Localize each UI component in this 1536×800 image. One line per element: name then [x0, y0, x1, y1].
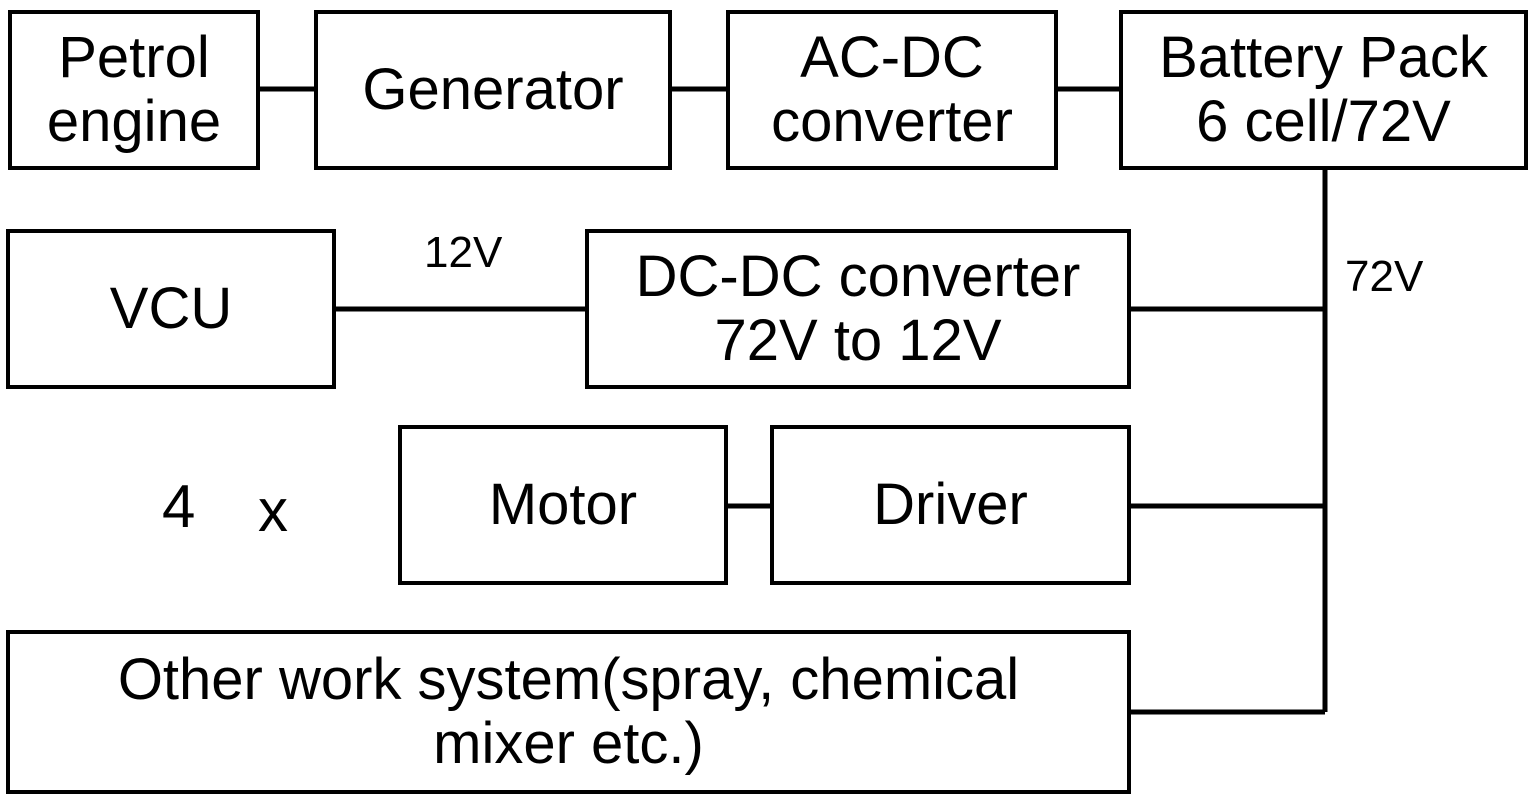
motor-block: Motor	[398, 425, 728, 585]
other-work-system-block: Other work system(spray, chemical mixer …	[6, 630, 1131, 794]
generator-block: Generator	[314, 10, 672, 170]
acdc-converter-block: AC-DC converter	[726, 10, 1058, 170]
driver-block: Driver	[770, 425, 1131, 585]
petrol-engine-block: Petrol engine	[8, 10, 260, 170]
dcdc-converter-block: DC-DC converter 72V to 12V	[585, 229, 1131, 389]
quantity-multiplier: x	[258, 477, 288, 544]
bus-voltage-label: 72V	[1345, 252, 1424, 301]
quantity-count: 4	[162, 473, 196, 540]
battery-pack-block: Battery Pack 6 cell/72V	[1119, 10, 1528, 170]
vcu-block: VCU	[6, 229, 336, 389]
low-voltage-label: 12V	[424, 228, 503, 277]
